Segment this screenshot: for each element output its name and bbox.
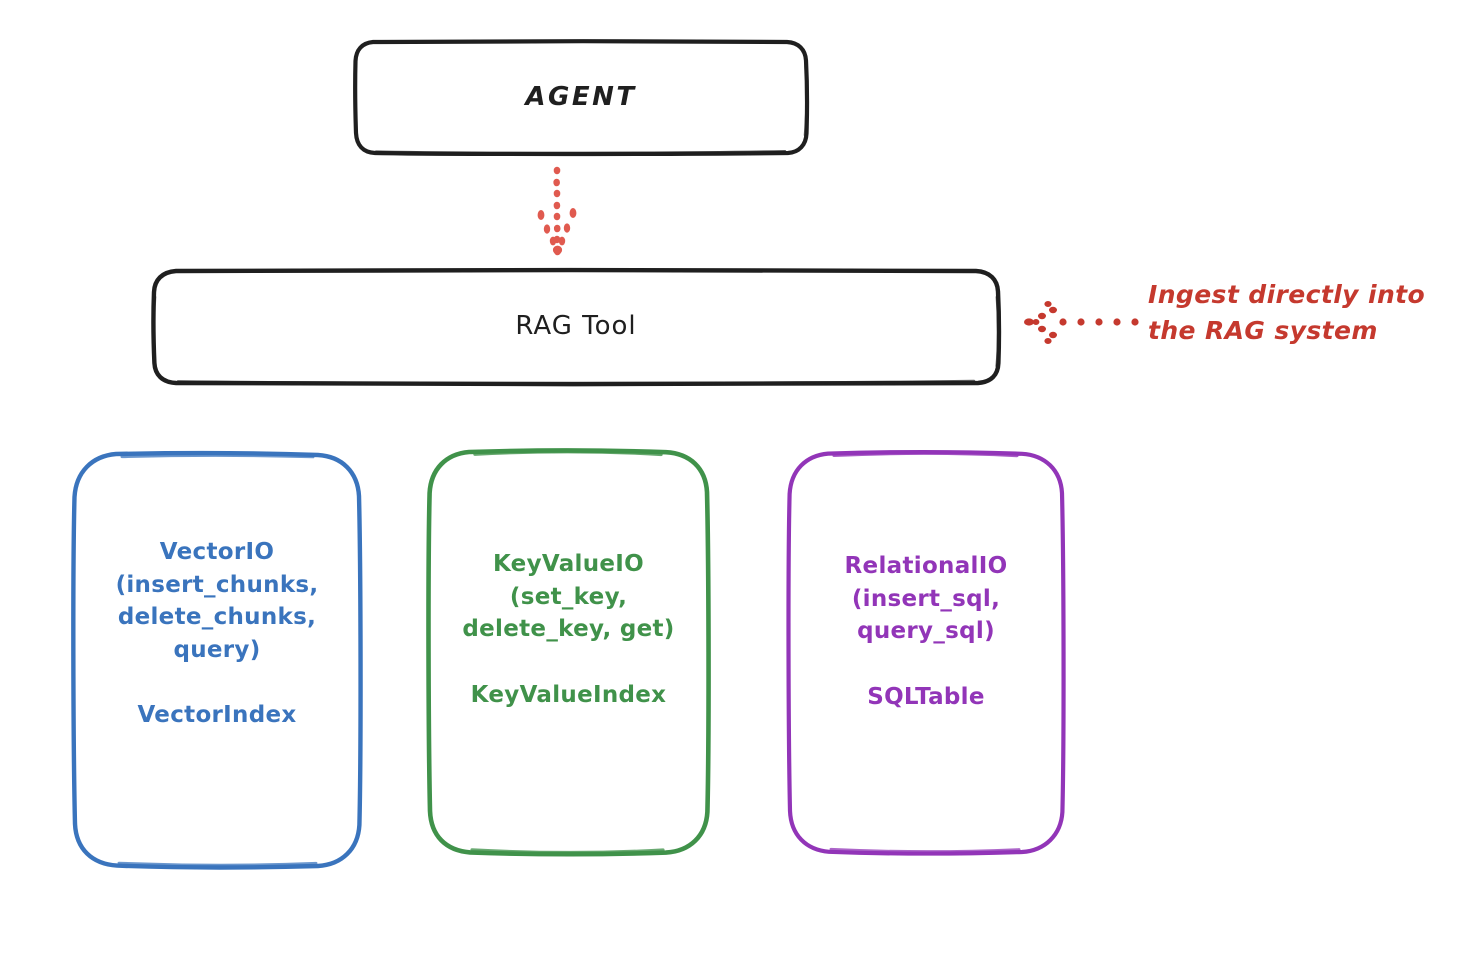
diagram-canvas: AGENT RAG Tool VectorIO (insert_chunks, … bbox=[70, 38, 1426, 870]
relational-io-box-outline bbox=[786, 449, 1066, 856]
node-vector-io[interactable]: VectorIO (insert_chunks, delete_chunks, … bbox=[70, 450, 364, 870]
arrowhead-left-icon bbox=[1024, 301, 1057, 344]
rag-tool-box-outline bbox=[151, 267, 1002, 387]
key-value-io-box-outline bbox=[426, 448, 711, 857]
node-key-value-io[interactable]: KeyValueIO (set_key, delete_key, get) Ke… bbox=[425, 447, 712, 857]
vector-io-box-outline bbox=[71, 450, 363, 870]
node-rag-tool[interactable]: RAG Tool bbox=[150, 267, 1002, 387]
arrowhead-down-icon bbox=[537, 208, 577, 255]
ingest-dotted-line bbox=[1059, 318, 1139, 326]
node-agent[interactable]: AGENT bbox=[352, 38, 810, 157]
node-relational-io[interactable]: RelationalIO (insert_sql, query_sql) SQL… bbox=[785, 449, 1067, 857]
annotation-ingest-text: Ingest directly into the RAG system bbox=[1148, 280, 1426, 345]
agent-box-outline bbox=[353, 39, 810, 157]
